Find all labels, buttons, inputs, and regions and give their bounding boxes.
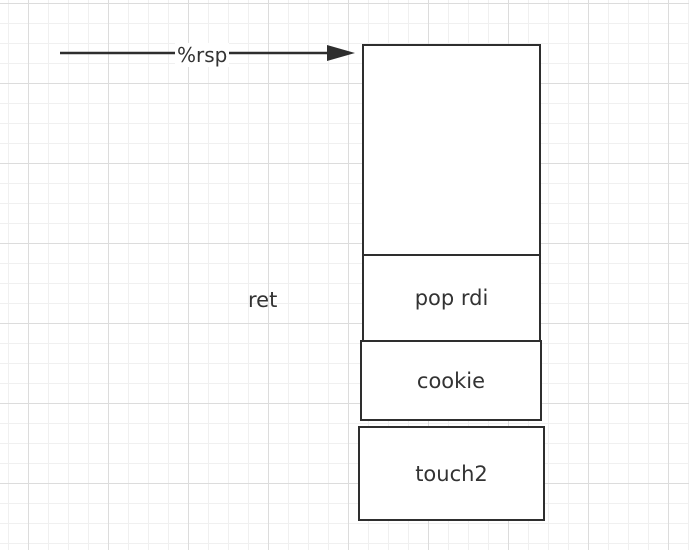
stack-slot-touch2: touch2 <box>358 426 545 521</box>
stack-slot-label: touch2 <box>415 461 488 486</box>
stack-slot-label: pop rdi <box>414 286 489 310</box>
rsp-arrowhead-icon <box>327 45 355 61</box>
ret-label: ret <box>248 288 278 312</box>
stack-slot-empty <box>362 44 541 256</box>
stack-slot-pop-rdi: pop rdi <box>362 254 541 342</box>
stack-slot-cookie: cookie <box>360 340 542 421</box>
rsp-pointer-label: %rsp <box>175 43 230 67</box>
stack-slot-label: cookie <box>416 368 486 393</box>
